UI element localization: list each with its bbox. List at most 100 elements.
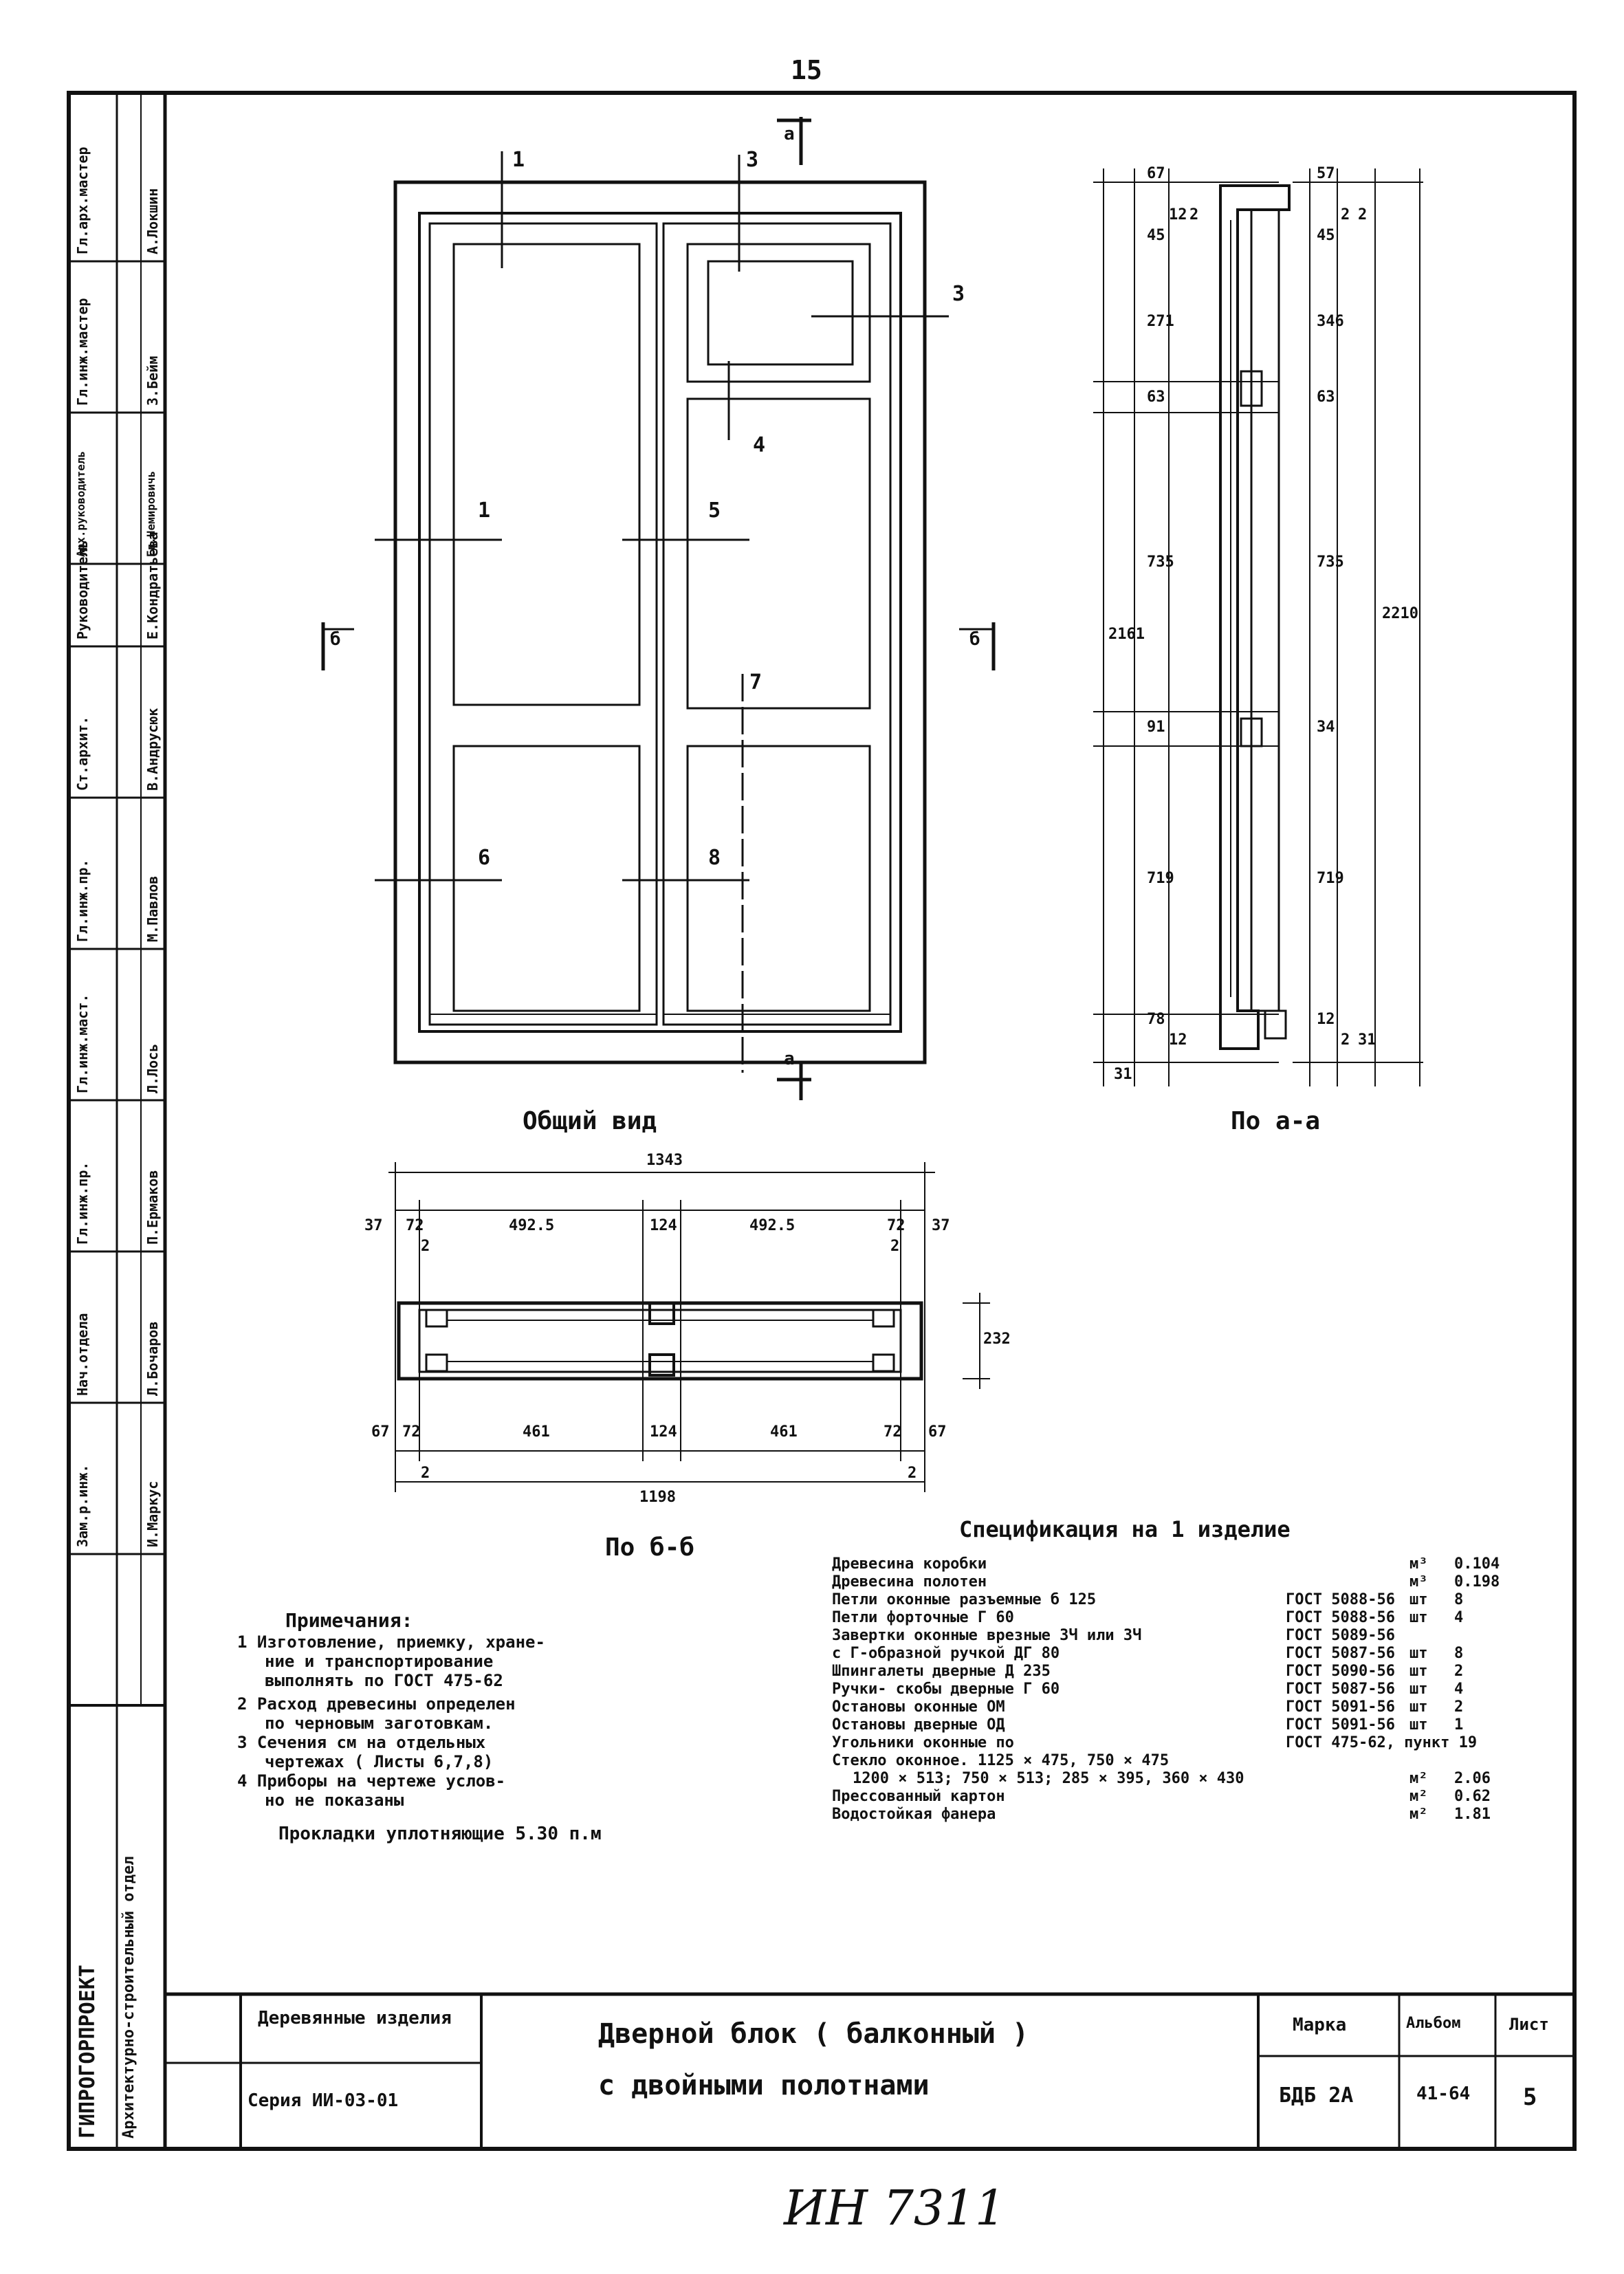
front-view-caption: Общий вид — [523, 1107, 657, 1135]
section-aa-caption: По а-а — [1231, 1107, 1321, 1135]
dim: 735 — [1147, 554, 1174, 571]
position-label: 4 — [753, 433, 766, 457]
dim: 346 — [1317, 313, 1344, 330]
stamp-role: Зам.р.инж. — [74, 1464, 91, 1547]
dim: 67 — [1147, 165, 1165, 182]
stamp-name: П.Ермаков — [144, 1170, 161, 1245]
mark-value: БДБ 2А — [1279, 2084, 1354, 2108]
dim: 2 — [1189, 206, 1199, 223]
stamp-org: ГИПРОГОРПРОЕКТ — [76, 1965, 100, 2139]
dim: 124 — [650, 1423, 677, 1441]
dim: 271 — [1147, 313, 1174, 330]
dim: 232 — [983, 1331, 1011, 1348]
dim: 2 — [421, 1238, 430, 1255]
dim: 63 — [1317, 389, 1335, 406]
dim: 78 — [1147, 1011, 1165, 1028]
mark-label: Марка — [1293, 2015, 1347, 2035]
dim: 67 — [371, 1423, 390, 1441]
stamp-name: Л.Бочаров — [144, 1321, 161, 1396]
spec-row: Стекло оконное. 1125 × 475, 750 × 475 — [832, 1752, 1170, 1769]
dim: 12 — [1169, 1031, 1187, 1049]
dim: 31 — [1114, 1066, 1132, 1083]
stamp-name: З.Бейм — [144, 356, 161, 406]
dim: 72 — [884, 1423, 902, 1441]
dim: 12 — [1169, 206, 1187, 223]
note-line: 1 Изготовление, приемку, хране- — [237, 1632, 545, 1652]
dim: 124 — [650, 1217, 677, 1234]
sheet-border — [67, 91, 1577, 2151]
stamp-name: М.Павлов — [144, 875, 161, 942]
stamp-name: Ед.Немировичь — [144, 470, 157, 557]
note-line: 3 Сечения см на отдельных — [237, 1733, 486, 1752]
dim: 45 — [1317, 227, 1335, 244]
cut-marker-label: а — [784, 124, 795, 144]
dim: 492.5 — [749, 1217, 795, 1234]
note-extra: Прокладки уплотняющие 5.30 п.м — [278, 1824, 602, 1844]
dim: 37 — [932, 1217, 950, 1234]
overall-dim: 1198 — [639, 1489, 676, 1506]
stamp-role: Ст.архит. — [74, 716, 91, 791]
product-category: Деревянные изделия — [258, 2008, 452, 2029]
dim: 2 — [908, 1465, 917, 1482]
stamp-name: А.Локшин — [144, 188, 161, 254]
dim: 37 — [364, 1217, 383, 1234]
stamp-name: И.Маркус — [144, 1480, 161, 1547]
stamp-role: Арх.руководитель — [74, 450, 87, 557]
series-label: Серия ИИ-03-01 — [248, 2090, 399, 2111]
dim: 63 — [1147, 389, 1165, 406]
dim: 45 — [1147, 227, 1165, 244]
stamp-role: Нач.отдела — [74, 1313, 91, 1396]
position-label: 3 — [952, 282, 965, 306]
stamp-role: Гл.инж.мастер — [74, 298, 91, 406]
note-line: чертежах ( Листы 6,7,8) — [265, 1752, 494, 1771]
spec-title: Спецификация на 1 изделие — [959, 1516, 1291, 1542]
album-value: 41-64 — [1416, 2084, 1471, 2104]
dim: 461 — [770, 1423, 798, 1441]
position-label: 8 — [708, 846, 721, 870]
dim: 72 — [887, 1217, 906, 1234]
dim: 461 — [523, 1423, 550, 1441]
cut-marker-label: а — [784, 1049, 795, 1069]
sheet-label: Лист — [1509, 2015, 1549, 2034]
spec-row: 1200 × 513; 750 × 513; 285 × 395, 360 × … — [853, 1770, 1491, 1787]
note-line: ние и транспортирование — [265, 1652, 494, 1671]
position-label: 7 — [749, 670, 762, 695]
album-label: Альбом — [1406, 2015, 1461, 2032]
sheet-value: 5 — [1523, 2084, 1537, 2111]
dim: 57 — [1317, 165, 1335, 182]
stamp-dept: Архитектурно-строительный отдел — [120, 1856, 138, 2139]
dim: 72 — [402, 1423, 421, 1441]
note-line: выполнять по ГОСТ 475-62 — [265, 1671, 503, 1690]
dim: 12 — [1317, 1011, 1335, 1028]
dim: 2 — [1341, 206, 1350, 223]
note-line: по черновым заготовкам. — [265, 1714, 494, 1733]
overall-dim: 2161 — [1108, 626, 1145, 643]
dim: 67 — [928, 1423, 947, 1441]
dim: 2 — [1358, 206, 1368, 223]
dim: 2 — [1341, 1031, 1350, 1049]
section-bb-caption: По б-б — [605, 1533, 695, 1562]
position-label: 1 — [512, 148, 525, 172]
stamp-role: Гл.инж.маст. — [74, 994, 91, 1094]
page-number: 15 — [791, 55, 822, 85]
notes-title: Примечания: — [285, 1609, 413, 1632]
stamp-role: Гл.арх.мастер — [74, 146, 91, 254]
note-line: 2 Расход древесины определен — [237, 1694, 516, 1714]
notes-block: Примечания: 1 Изготовление, приемку, хра… — [237, 1609, 829, 1980]
dim: 735 — [1317, 554, 1344, 571]
position-label: 1 — [478, 499, 491, 523]
drawing-title-line2: с двойными полотнами — [598, 2070, 930, 2101]
position-label: 5 — [708, 499, 721, 523]
dim: 2 — [890, 1238, 900, 1255]
note-line: 4 Приборы на чертеже услов- — [237, 1771, 506, 1791]
